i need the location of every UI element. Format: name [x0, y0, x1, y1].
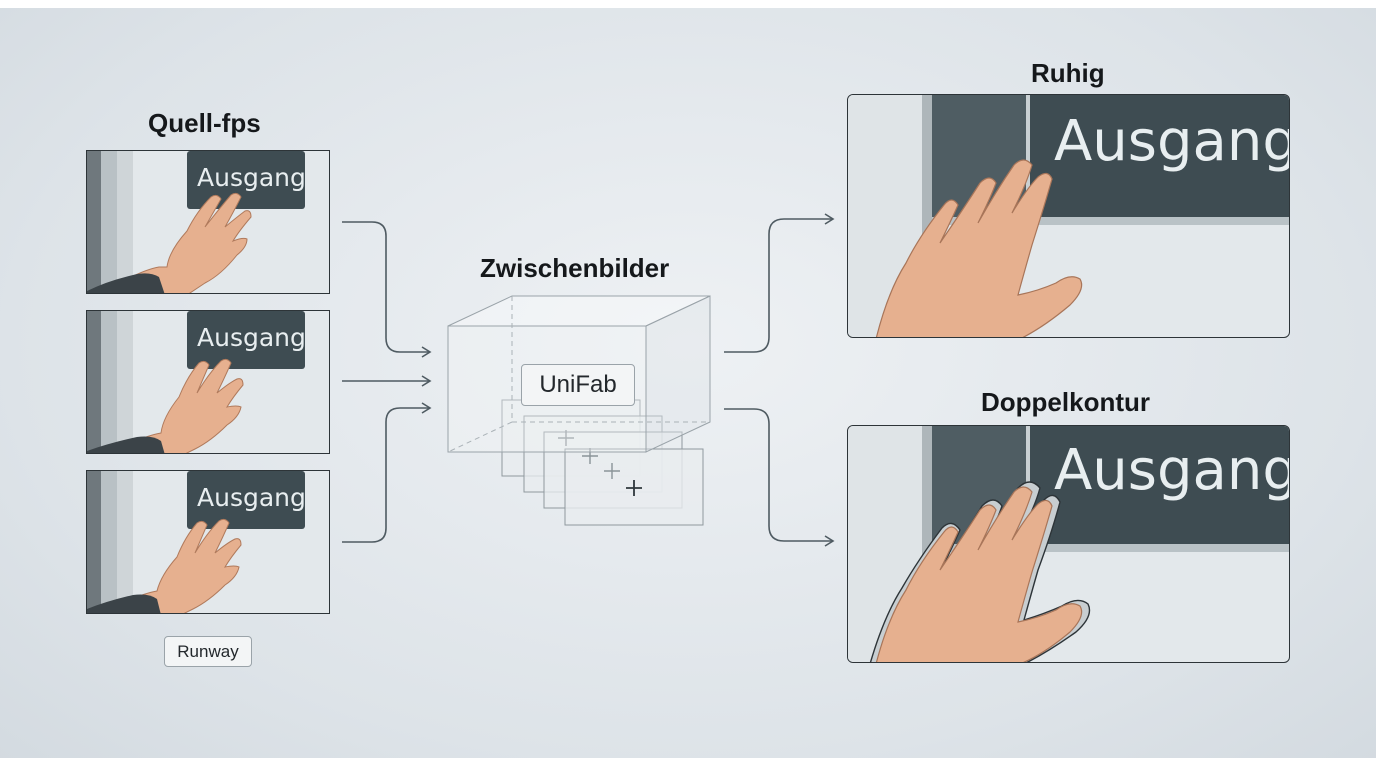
hand-on-sign-image — [848, 95, 1289, 337]
connector-frame-3 — [342, 402, 432, 543]
sign-text: Ausgang — [1054, 109, 1290, 174]
source-tag: Runway — [164, 636, 252, 667]
hand-on-sign-image — [87, 151, 305, 293]
source-heading: Quell-fps — [148, 108, 261, 138]
source-frame-1: Ausgang — [86, 150, 330, 294]
connector-output-double — [724, 408, 835, 547]
hand-on-sign-image — [87, 311, 305, 453]
middle-heading: Zwischenbilder — [480, 253, 670, 283]
middle-tag: UniFab — [521, 364, 635, 406]
bottom-band — [0, 758, 1376, 768]
sign-text: Ausgang — [197, 483, 306, 512]
top-band — [0, 0, 1376, 8]
hand-on-sign-image — [848, 426, 1289, 662]
sign-text: Ausgang — [197, 163, 306, 192]
connector-frame-1 — [342, 221, 432, 358]
sign-text: Ausgang — [197, 323, 306, 352]
connector-output-clean — [724, 213, 835, 353]
source-frame-3: Ausgang — [86, 470, 330, 614]
output-frame-clean: Ausgang — [847, 94, 1290, 338]
output-frame-double: Ausgang — [847, 425, 1290, 663]
hand-on-sign-image — [87, 471, 305, 613]
source-frame-2: Ausgang — [86, 310, 330, 454]
crosshair-icon — [558, 430, 642, 496]
sign-text: Ausgang — [1054, 438, 1290, 503]
output-heading-double: Doppelkontur — [981, 387, 1150, 417]
interpolation-cube — [447, 295, 711, 526]
output-heading-clean: Ruhig — [1031, 58, 1105, 88]
